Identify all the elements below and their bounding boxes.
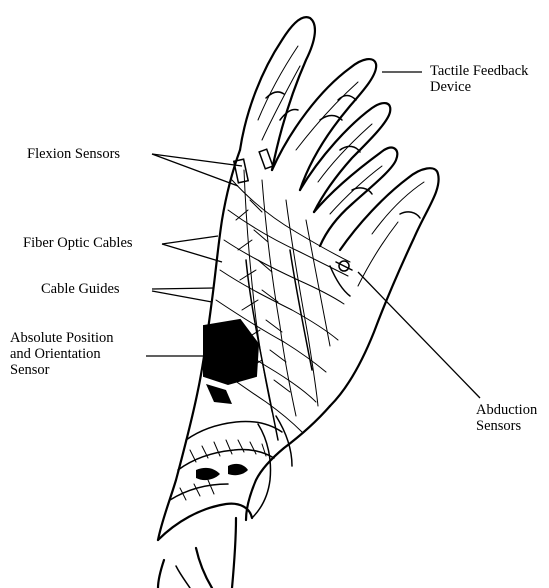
label-cable-guides: Cable Guides <box>41 281 120 297</box>
leader-flexion-2 <box>152 154 238 186</box>
label-tactile-line-1: Tactile Feedback <box>430 63 528 79</box>
label-tactile-line-2: Device <box>430 79 528 95</box>
label-abduction-line-2: Sensors <box>476 418 537 434</box>
leader-fiber-1 <box>162 236 218 244</box>
label-abduction-line-1: Abduction <box>476 402 537 418</box>
leader-guides-1 <box>152 288 214 289</box>
leader-flexion-1 <box>152 154 242 166</box>
label-position-line-3: Sensor <box>10 362 114 378</box>
label-fiber-optic-cables: Fiber Optic Cables <box>23 235 133 251</box>
leader-fiber-2 <box>162 244 222 262</box>
label-position-line-1: Absolute Position <box>10 330 114 346</box>
label-tactile-feedback: Tactile Feedback Device <box>430 63 528 95</box>
label-position-line-2: and Orientation <box>10 346 114 362</box>
label-flexion-sensors: Flexion Sensors <box>27 146 120 162</box>
leader-abduction <box>358 272 480 398</box>
label-abduction-sensors: Abduction Sensors <box>476 402 537 434</box>
label-absolute-position: Absolute Position and Orientation Sensor <box>10 330 114 378</box>
leader-guides-2 <box>152 291 212 302</box>
leader-lines <box>146 72 480 398</box>
